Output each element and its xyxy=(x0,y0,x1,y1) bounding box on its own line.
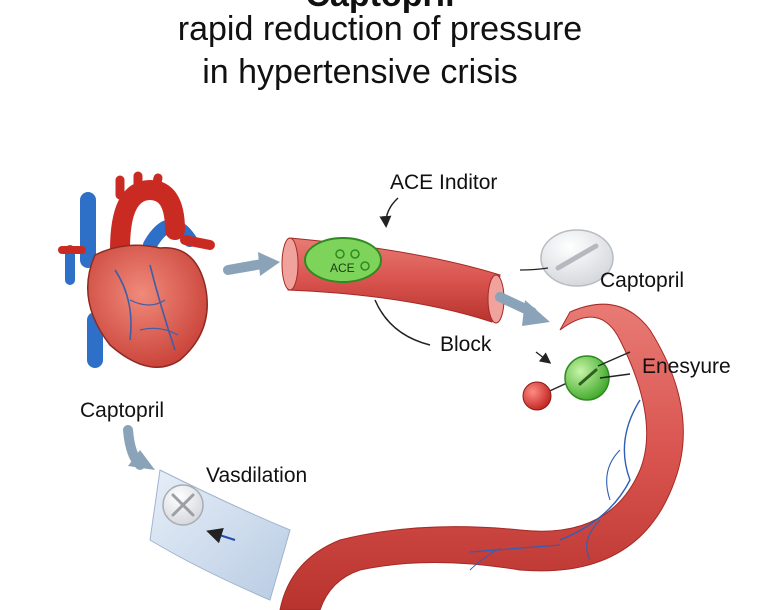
label-captopril-left: Captopril xyxy=(80,399,165,422)
pill-icon xyxy=(540,229,614,287)
flow-arrow-1 xyxy=(223,259,267,275)
vessel-main xyxy=(279,303,684,610)
pointer-molecule xyxy=(535,351,552,364)
pointer-captopril xyxy=(519,267,549,271)
title-line-3: in hypertensive crisis xyxy=(202,53,518,91)
title-line-2: rapid reduction of pressure xyxy=(177,10,583,48)
label-ace-inhibitor: ACE Inditor xyxy=(390,171,498,194)
dilation-arrow xyxy=(206,528,236,544)
flow-arrow-1-head xyxy=(258,252,280,276)
pointer-ace xyxy=(379,197,399,228)
label-captopril-pill: Captopril xyxy=(600,269,685,292)
pointer-enzyme-1 xyxy=(597,351,631,367)
ace-badge-label: ACE xyxy=(330,261,355,275)
molecule-icon xyxy=(522,355,610,411)
heart-illustration xyxy=(58,171,215,368)
flow-arrow-3-head xyxy=(128,450,155,470)
label-block: Block xyxy=(440,333,492,356)
ace-enzyme-icon xyxy=(304,237,382,283)
title-line-1: Captopril xyxy=(0,0,760,12)
pointer-enzyme-2 xyxy=(599,373,631,379)
blocked-pill-icon xyxy=(162,484,204,526)
label-vasodilation: Vasdilation xyxy=(206,464,308,487)
pointer-block xyxy=(374,299,431,346)
flow-arrow-2-head xyxy=(522,300,550,326)
label-enzyme: Enesyure xyxy=(642,355,731,378)
